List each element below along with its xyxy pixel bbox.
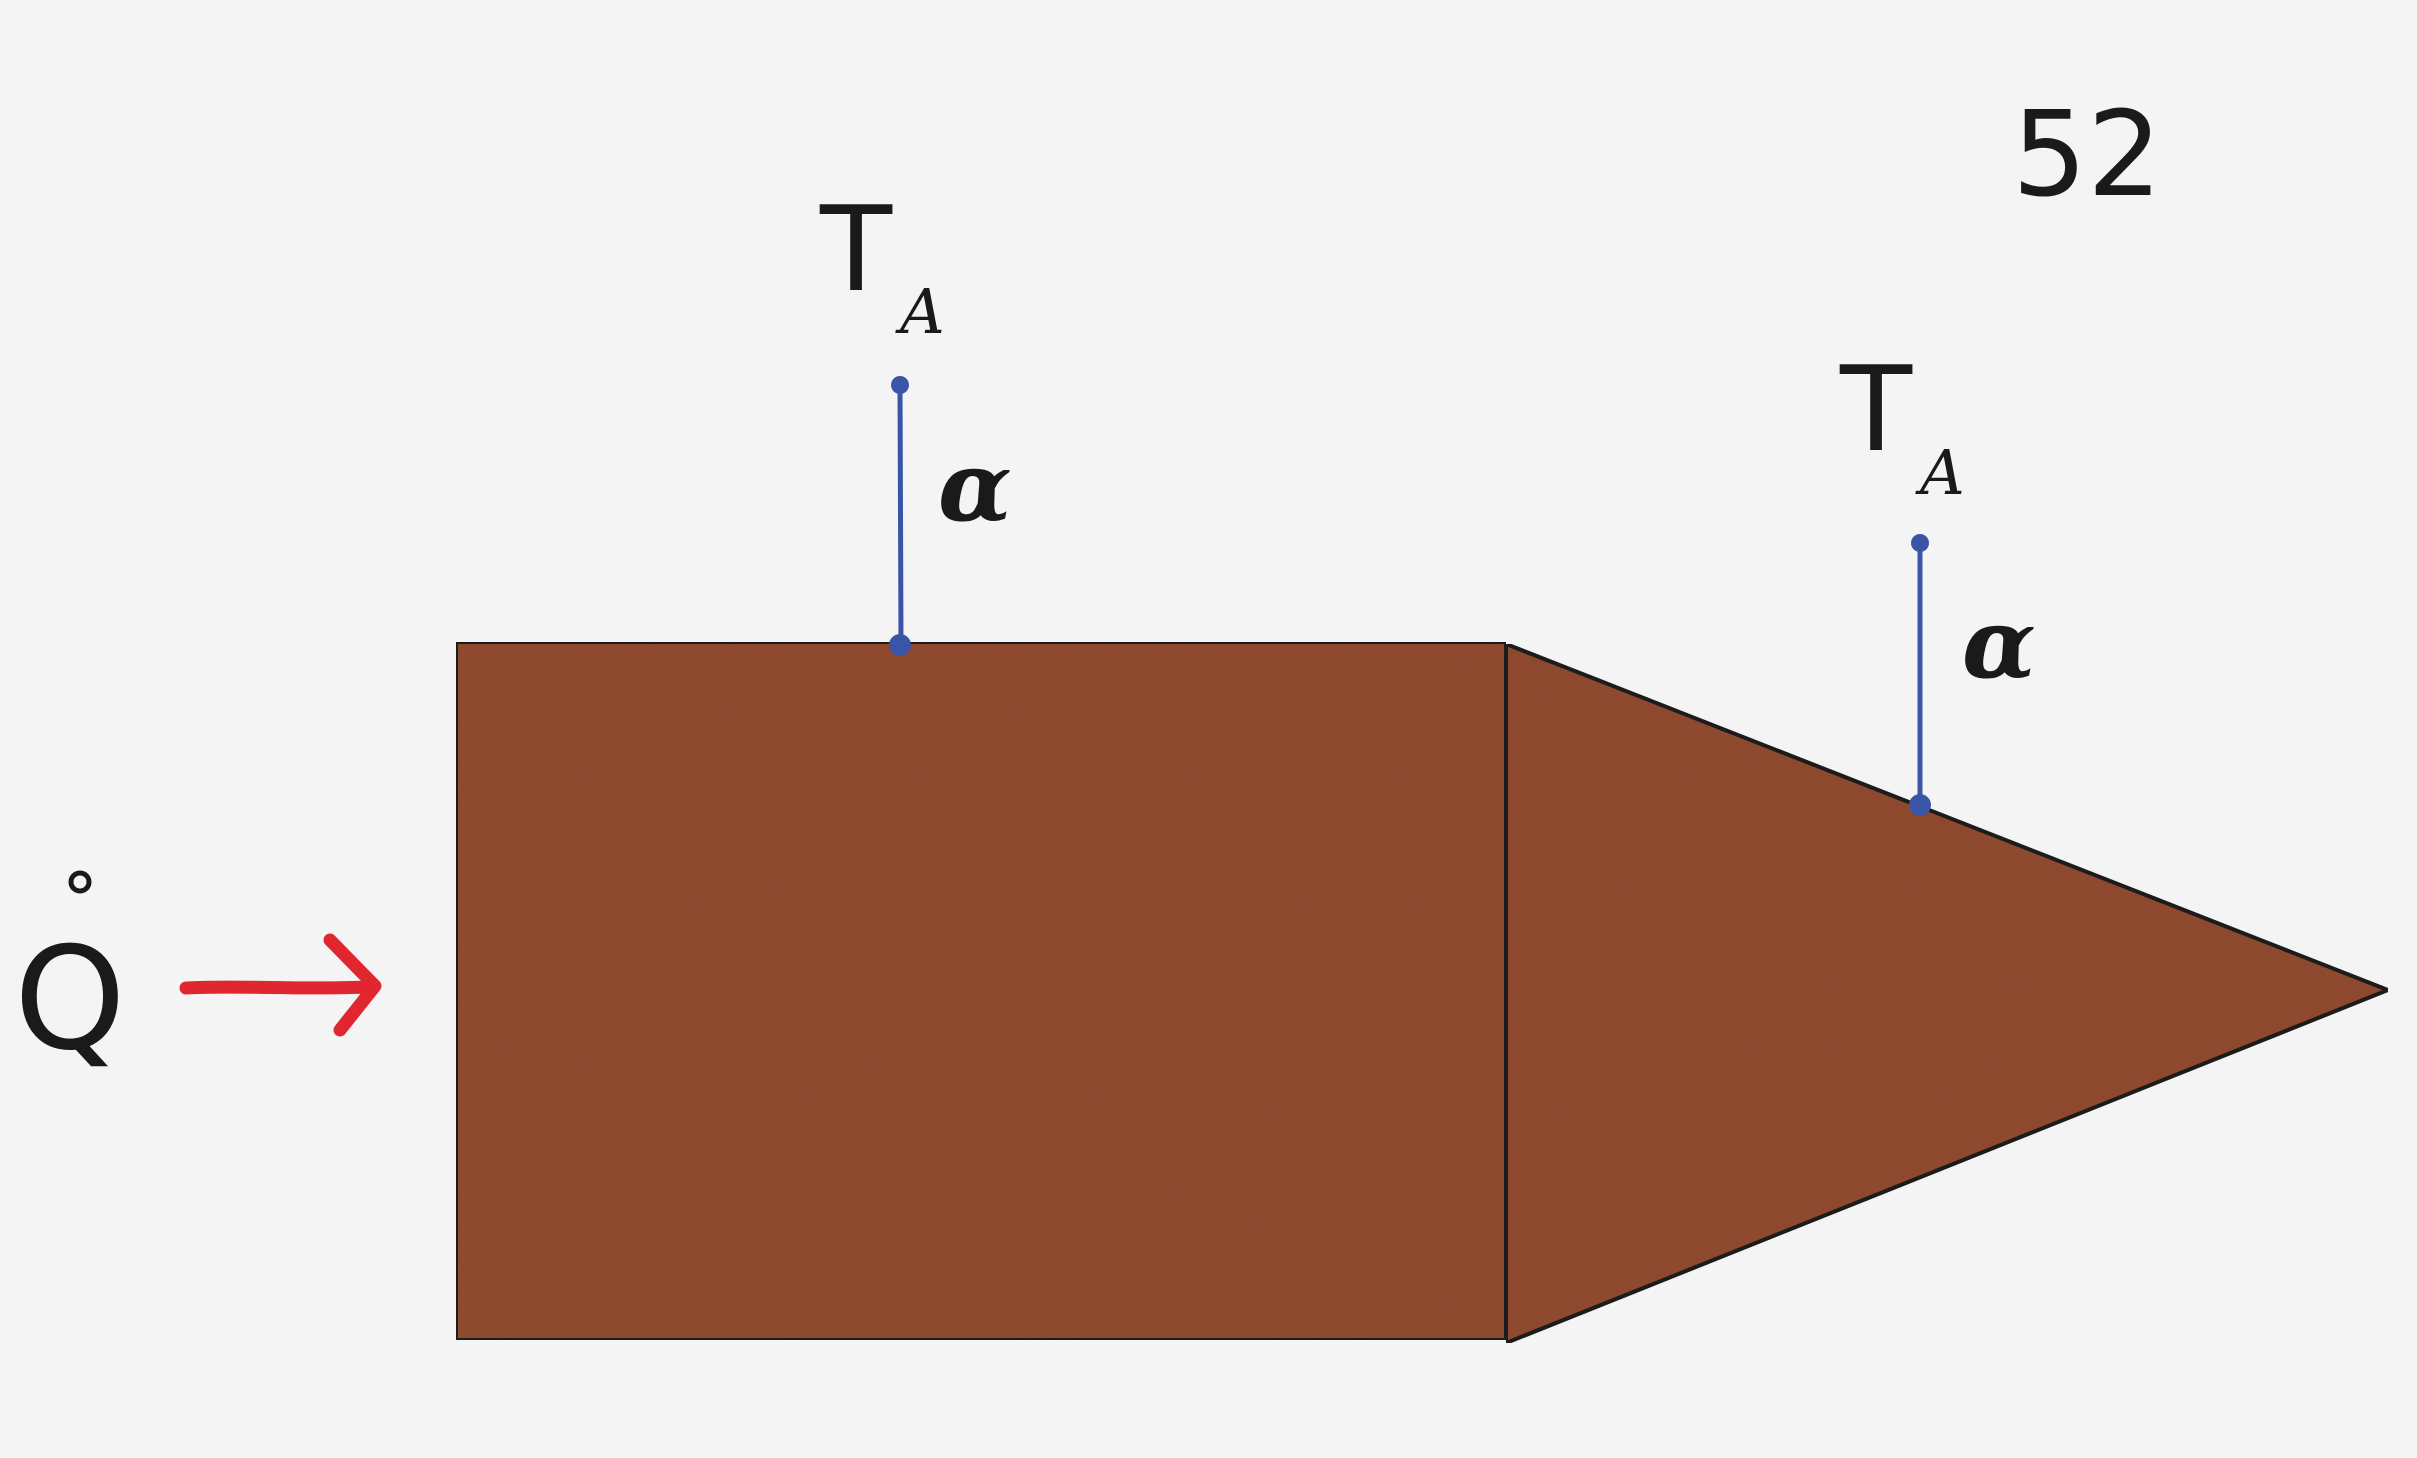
heat-flow-dot — [68, 870, 92, 894]
surface-node-2 — [1909, 794, 1931, 816]
surface-node-1 — [889, 634, 911, 656]
ambient-node-2 — [1911, 534, 1929, 552]
ambient-node-1 — [891, 376, 909, 394]
ambient-temp-subscript-1: A — [895, 275, 945, 348]
ambient-temp-subscript-2: A — [1915, 436, 1965, 509]
convection-link-2 — [1909, 534, 1931, 816]
triangular-tip — [1504, 642, 2390, 1345]
rectangular-body — [454, 640, 1508, 1342]
heat-flow-symbol: Q — [14, 917, 126, 1082]
heat-transfer-coeff-2: α — [1962, 587, 2036, 700]
convection-link-1 — [889, 376, 911, 656]
heat-input-arrow — [179, 933, 382, 1037]
ambient-temp-symbol-1: T — [819, 180, 893, 318]
heat-transfer-coeff-1: α — [938, 430, 1012, 543]
ambient-temp-symbol-2: T — [1839, 340, 1913, 478]
figure-number: 52 — [2012, 85, 2162, 223]
